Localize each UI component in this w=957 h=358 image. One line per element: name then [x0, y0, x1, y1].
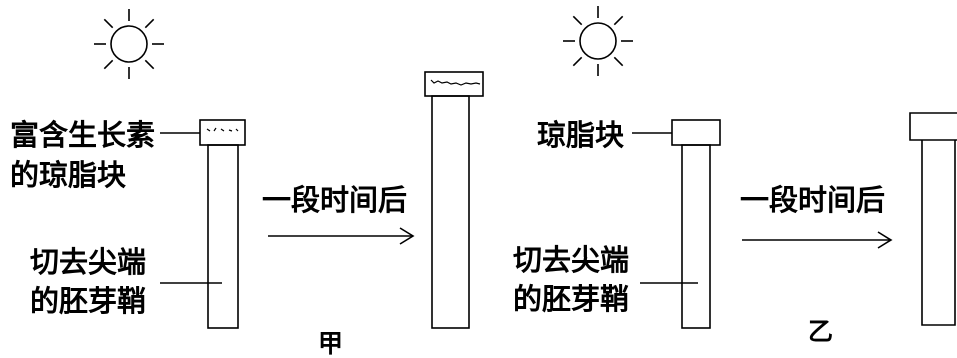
sun-ray: [572, 56, 583, 67]
auxin-agar-block: [199, 119, 246, 146]
panel-caption: 甲: [318, 329, 343, 358]
auxin-marks: [206, 127, 239, 132]
sun-disc: [579, 22, 617, 60]
arrow-head: [399, 227, 415, 245]
decapitated-coleoptile: [207, 144, 239, 329]
time-arrow: [268, 227, 415, 245]
sun-ray: [572, 15, 583, 26]
sun-disc: [110, 25, 148, 63]
sun-icon: [94, 9, 164, 79]
sun-ray: [613, 15, 624, 26]
sun-ray: [613, 56, 624, 67]
arrow-label: 一段时间后: [262, 183, 407, 217]
agar-label-line-1: 富含生长素: [10, 118, 155, 152]
sun-ray: [144, 59, 155, 70]
plain-agar-block: [671, 119, 721, 146]
result-coleoptile: [921, 140, 956, 326]
coleoptile-label-line-2: 的胚芽鞘: [30, 284, 146, 318]
time-arrow: [742, 231, 893, 249]
result-coleoptile: [431, 95, 470, 329]
coleoptile-label-line-1: 切去尖端: [513, 243, 629, 277]
coleoptile-label-line-2: 的胚芽鞘: [513, 282, 629, 316]
result-plain-agar-block: [909, 112, 957, 141]
sun-icon: [563, 6, 633, 76]
panel-jia: 富含生长素 的琼脂块 切去尖端 的胚芽鞘 一段时间后 甲: [10, 9, 484, 358]
panel-yi: 琼脂块 切去尖端 的胚芽鞘 一段时间后 乙: [513, 6, 957, 346]
result-auxin-marks: [430, 79, 481, 86]
panel-caption: 乙: [808, 317, 833, 346]
agar-label-line-2: 的琼脂块: [10, 158, 126, 192]
arrow-label: 一段时间后: [740, 183, 885, 217]
arrow-head: [877, 231, 893, 249]
sun-ray: [103, 18, 114, 29]
agar-label-line-1: 琼脂块: [537, 118, 624, 152]
sun-ray: [103, 59, 114, 70]
coleoptile-label-line-1: 切去尖端: [30, 245, 146, 279]
sun-ray: [144, 18, 155, 29]
decapitated-coleoptile: [681, 144, 711, 329]
